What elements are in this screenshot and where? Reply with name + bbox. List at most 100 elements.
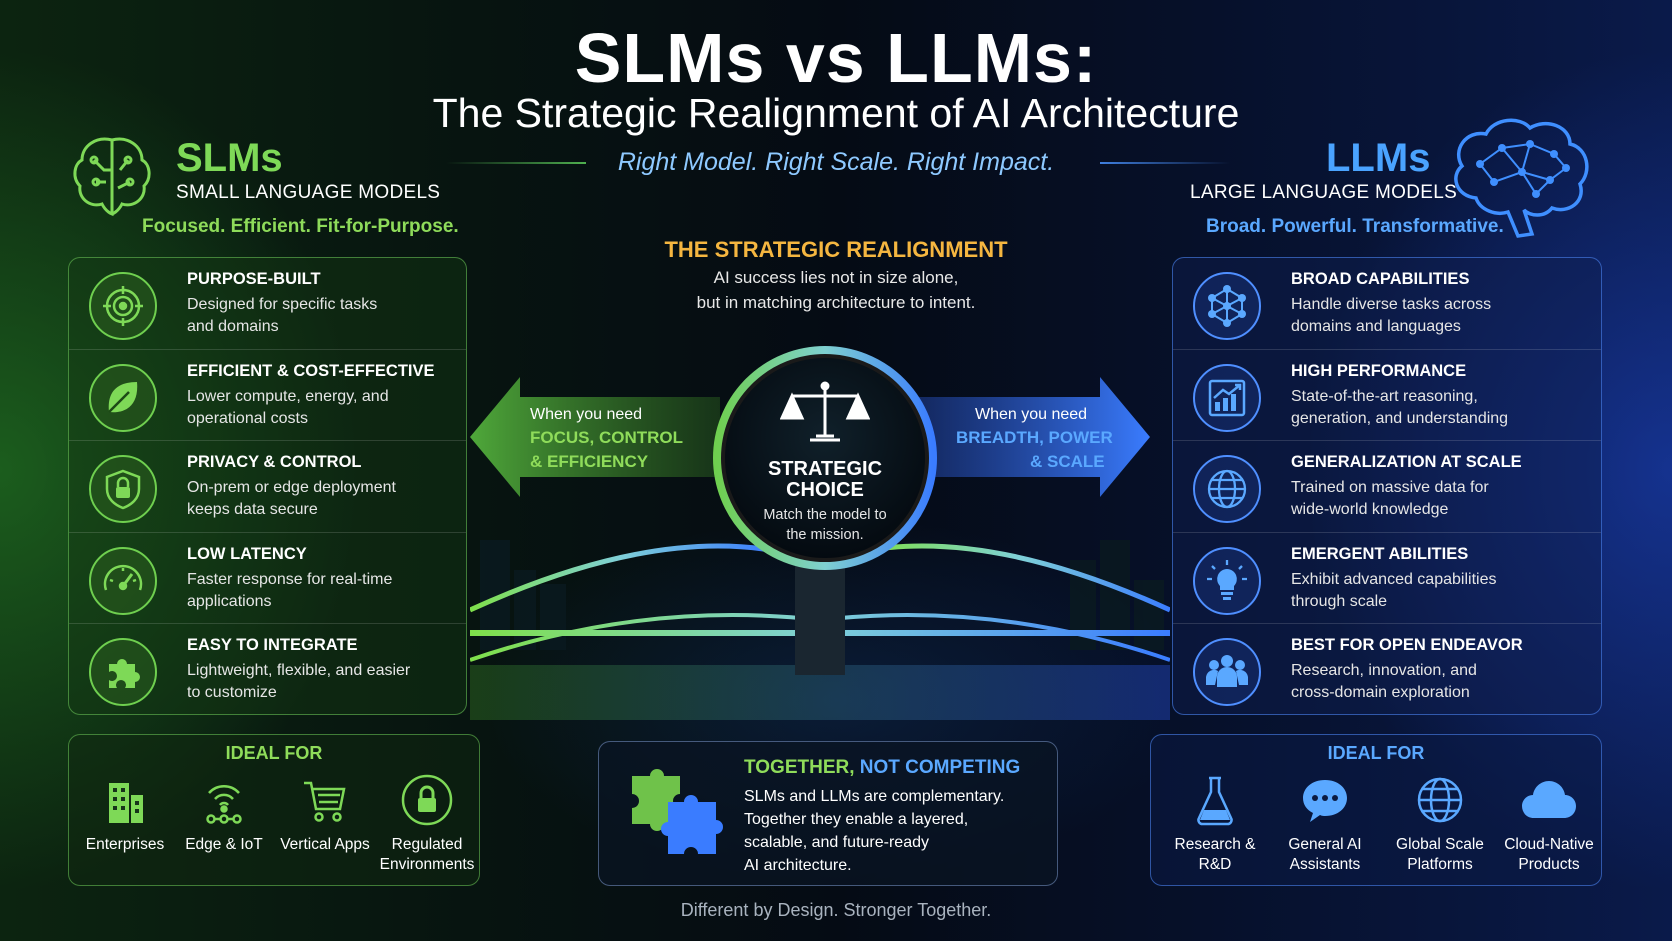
choice-arrows bbox=[470, 372, 1150, 507]
left-need-emphasis-1: FOCUS, CONTROL bbox=[530, 428, 683, 447]
llm-features-panel: BROAD CAPABILITIES Handle diverse tasks … bbox=[1172, 257, 1602, 715]
llm-feature-generalization: GENERALIZATION AT SCALE Trained on massi… bbox=[1173, 441, 1601, 533]
realignment-text-line1: AI success lies not in size alone, bbox=[713, 268, 959, 287]
slm-ideal-for-panel: IDEAL FOR Enterprises Edge & IoT Vertica… bbox=[68, 734, 480, 886]
building-icon bbox=[85, 773, 165, 827]
feature-title: EMERGENT ABILITIES bbox=[1291, 544, 1469, 563]
slm-tagline: Focused. Efficient. Fit-for-Purpose. bbox=[142, 216, 459, 237]
slm-feature-latency: LOW LATENCY Faster response for real-tim… bbox=[69, 533, 466, 625]
llm-subtitle: LARGE LANGUAGE MODELS bbox=[1190, 182, 1458, 203]
ideal-item-edge-iot: Edge & IoT bbox=[179, 773, 269, 855]
footer-tagline: Different by Design. Stronger Together. bbox=[680, 900, 992, 920]
slm-feature-purpose-built: PURPOSE-BUILT Designed for specific task… bbox=[69, 258, 466, 350]
shopping-cart-icon bbox=[275, 773, 375, 827]
strategic-choice-line1: STRATEGIC bbox=[767, 458, 883, 480]
flask-icon bbox=[1165, 773, 1265, 827]
llm-feature-performance: HIGH PERFORMANCE State-of-the-art reason… bbox=[1173, 350, 1601, 442]
network-icon bbox=[1193, 272, 1261, 340]
right-need-emphasis-2: & SCALE bbox=[1030, 452, 1105, 471]
globe-icon bbox=[1193, 455, 1261, 524]
brain-network-icon bbox=[1446, 114, 1596, 249]
strategic-choice-desc1: Match the model to bbox=[763, 507, 887, 523]
realignment-title: THE STRATEGIC REALIGNMENT bbox=[664, 237, 1008, 262]
strategic-choice-desc2: the mission. bbox=[786, 527, 864, 543]
feature-title: EFFICIENT & COST-EFFECTIVE bbox=[187, 361, 435, 380]
balance-scale-icon bbox=[779, 378, 871, 453]
tagline-rule-right bbox=[1100, 162, 1230, 164]
llm-feature-emergent: EMERGENT ABILITIES Exhibit advanced capa… bbox=[1173, 533, 1601, 625]
puzzle-piece-icon bbox=[89, 638, 157, 707]
circle-ring bbox=[710, 343, 940, 578]
feature-title: PRIVACY & CONTROL bbox=[187, 453, 362, 472]
ideal-item-vertical-apps: Vertical Apps bbox=[275, 773, 375, 855]
slm-feature-efficient: EFFICIENT & COST-EFFECTIVE Lower compute… bbox=[69, 350, 466, 442]
realignment-text-line2: but in matching architecture to intent. bbox=[696, 293, 976, 312]
lightbulb-icon bbox=[1193, 546, 1261, 615]
ideal-for-heading: IDEAL FOR bbox=[225, 743, 323, 763]
growth-chart-icon bbox=[1193, 363, 1261, 432]
wireless-iot-icon bbox=[179, 773, 269, 827]
together-text-line2: Together they enable a layered, bbox=[744, 811, 969, 828]
together-text-line3: scalable, and future-ready bbox=[744, 834, 929, 851]
together-text-line4: AI architecture. bbox=[744, 857, 852, 874]
shield-lock-icon bbox=[89, 455, 157, 524]
interlocking-puzzle-icon bbox=[628, 762, 728, 867]
left-need-label: When you need bbox=[530, 406, 643, 423]
feature-title: HIGH PERFORMANCE bbox=[1291, 361, 1467, 380]
slm-title: SLMs bbox=[176, 136, 283, 180]
llm-feature-open-endeavor: BEST FOR OPEN ENDEAVOR Research, innovat… bbox=[1173, 624, 1601, 714]
together-title: TOGETHER, NOT COMPETING bbox=[744, 757, 1021, 778]
ideal-item-research: Research &R&D bbox=[1165, 773, 1265, 875]
feature-title: BROAD CAPABILITIES bbox=[1291, 270, 1470, 288]
lock-badge-icon bbox=[375, 773, 479, 827]
feature-title: LOW LATENCY bbox=[187, 544, 307, 563]
target-icon bbox=[89, 272, 157, 340]
llm-title: LLMs bbox=[1326, 136, 1431, 180]
cloud-icon bbox=[1497, 773, 1601, 827]
leaf-icon bbox=[89, 363, 157, 432]
together-text-line1: SLMs and LLMs are complementary. bbox=[744, 788, 1005, 805]
left-need-emphasis-2: & EFFICIENCY bbox=[530, 452, 649, 471]
feature-title: PURPOSE-BUILT bbox=[187, 270, 321, 288]
slm-feature-integrate: EASY TO INTEGRATE Lightweight, flexible,… bbox=[69, 624, 466, 714]
bridge-illustration bbox=[468, 520, 1172, 725]
chat-bubble-icon bbox=[1275, 773, 1375, 827]
right-need-emphasis-1: BREADTH, POWER bbox=[956, 428, 1113, 447]
llm-tagline: Broad. Powerful. Transformative. bbox=[1206, 216, 1504, 237]
slm-subtitle: SMALL LANGUAGE MODELS bbox=[176, 182, 441, 203]
slm-features-panel: PURPOSE-BUILT Designed for specific task… bbox=[68, 257, 467, 715]
speedometer-icon bbox=[89, 546, 157, 615]
team-icon bbox=[1193, 638, 1261, 707]
left-arrow bbox=[470, 377, 720, 497]
ideal-for-heading: IDEAL FOR bbox=[1327, 743, 1425, 763]
brain-circuit-icon bbox=[66, 130, 158, 227]
ideal-item-enterprises: Enterprises bbox=[85, 773, 165, 855]
feature-title: BEST FOR OPEN ENDEAVOR bbox=[1291, 636, 1523, 655]
feature-title: GENERALIZATION AT SCALE bbox=[1291, 453, 1522, 472]
globe-icon bbox=[1385, 773, 1495, 827]
page-subtitle: The Strategic Realignment of AI Architec… bbox=[432, 90, 1240, 136]
feature-description: State-of-the-art reasoning,generation, a… bbox=[1291, 387, 1509, 427]
right-need-label: When you need bbox=[975, 406, 1088, 423]
right-arrow bbox=[900, 377, 1150, 497]
strategic-choice-line2: CHOICE bbox=[786, 479, 864, 501]
page-title: SLMs vs LLMs: bbox=[574, 19, 1098, 97]
slm-feature-privacy: PRIVACY & CONTROL On-prem or edge deploy… bbox=[69, 441, 466, 533]
tagline: Right Model. Right Scale. Right Impact. bbox=[617, 148, 1055, 176]
llm-feature-broad: BROAD CAPABILITIES Handle diverse tasks … bbox=[1173, 258, 1601, 350]
feature-title: EASY TO INTEGRATE bbox=[187, 636, 358, 655]
